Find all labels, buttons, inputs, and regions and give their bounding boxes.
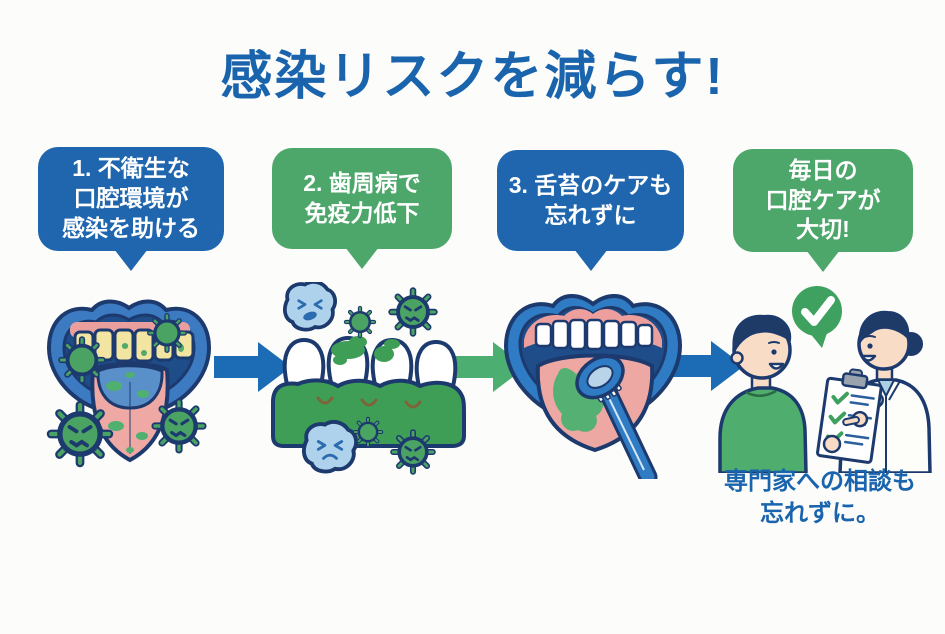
virus-icon <box>346 308 374 336</box>
dirty-mouth-illustration <box>40 299 212 472</box>
virus-icon <box>155 402 203 450</box>
step4-bubble-text: 毎日の 口腔ケアが 大切! <box>765 156 881 243</box>
tongue-scraper-icon <box>575 354 658 479</box>
step3-bubble-text: 3. 舌苔のケアも 忘れずに <box>508 171 673 228</box>
virus-icon <box>51 405 109 463</box>
virus-icon <box>61 339 102 380</box>
bubble-tail <box>345 247 379 269</box>
germ-icon <box>283 282 337 332</box>
arrow-right-icon <box>214 342 291 392</box>
white-teeth <box>534 318 654 351</box>
virus-icon <box>355 419 381 445</box>
bubble-tail <box>573 249 608 271</box>
periodontal-teeth-illustration <box>271 282 466 478</box>
hand <box>822 434 842 454</box>
bubble-tail <box>806 250 840 272</box>
virus-icon <box>393 432 433 472</box>
page-title: 感染リスクを減らす! <box>220 48 725 106</box>
step4-bubble: 毎日の 口腔ケアが 大切! <box>733 149 913 272</box>
virus-icon <box>150 316 185 351</box>
patient-figure <box>718 314 808 473</box>
bubble-tail <box>114 249 148 271</box>
plaque <box>331 336 400 365</box>
check-bubble-icon <box>792 286 842 348</box>
virus-icon <box>392 291 435 334</box>
consultation-illustration <box>718 286 932 473</box>
tongue-cleaning-illustration <box>503 294 683 479</box>
step2-bubble-text: 2. 歯周病で 免疫力低下 <box>303 169 421 226</box>
arrow-right-icon <box>667 341 744 391</box>
footnote-text: 専門家への相談も 忘れずに。 <box>724 468 916 527</box>
step1-bubble-text: 1. 不衛生な 口腔環境が 感染を助ける <box>62 155 200 241</box>
step1-bubble: 1. 不衛生な 口腔環境が 感染を助ける <box>38 147 224 271</box>
pointing-hand <box>842 410 869 428</box>
step3-bubble: 3. 舌苔のケアも 忘れずに <box>497 150 684 271</box>
step2-bubble: 2. 歯周病で 免疫力低下 <box>272 148 452 269</box>
germ-icon <box>301 419 359 474</box>
